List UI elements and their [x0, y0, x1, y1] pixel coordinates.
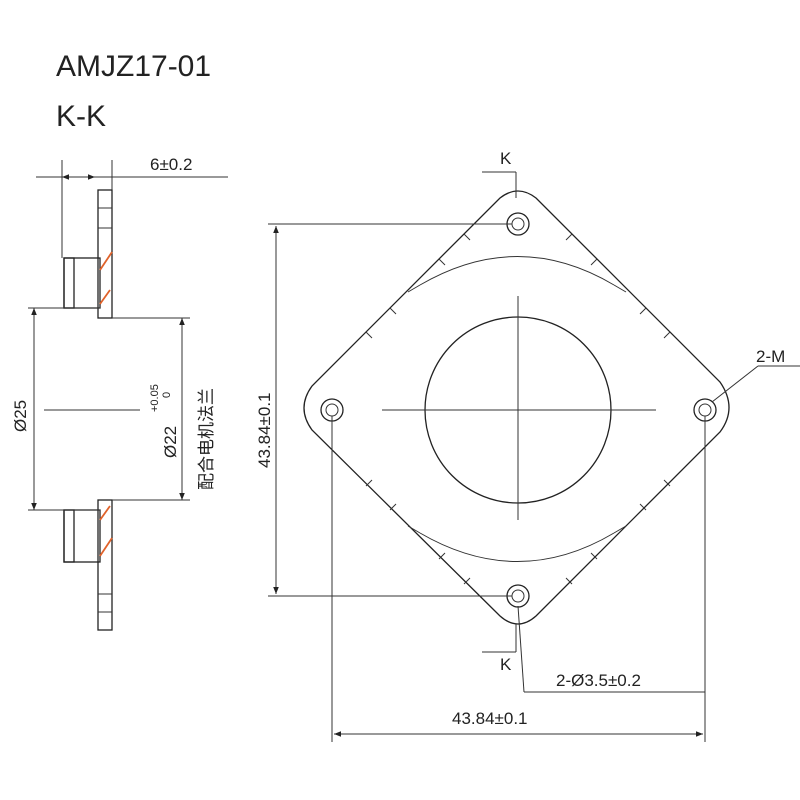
height-dim: 43.84±0.1 [255, 392, 274, 468]
threads-callout: 2-M [756, 347, 785, 366]
outer-dia-dim: Ø25 [11, 400, 30, 432]
thickness-dim: 6±0.2 [150, 155, 192, 174]
section-title: K-K [56, 100, 106, 133]
width-dim: 43.84±0.1 [452, 709, 528, 728]
holes-callout: 2-Ø3.5±0.2 [556, 671, 641, 690]
tol-lower: 0 [161, 392, 173, 398]
section-mark-top: K [500, 149, 512, 168]
plan-view: 43.84±0.1 43.84±0.1 2-Ø3.5±0.2 2-M K K [255, 149, 800, 742]
section-view: 6±0.2 Ø25 Ø22 +0.05 0 配合电机法兰 [11, 155, 228, 631]
inner-dia-dim: Ø22 [161, 426, 180, 458]
model-title: AMJZ17-01 [56, 50, 211, 83]
tol-upper: +0.05 [149, 384, 161, 412]
fit-note: 配合电机法兰 [197, 388, 216, 490]
section-mark-bottom: K [500, 655, 512, 674]
